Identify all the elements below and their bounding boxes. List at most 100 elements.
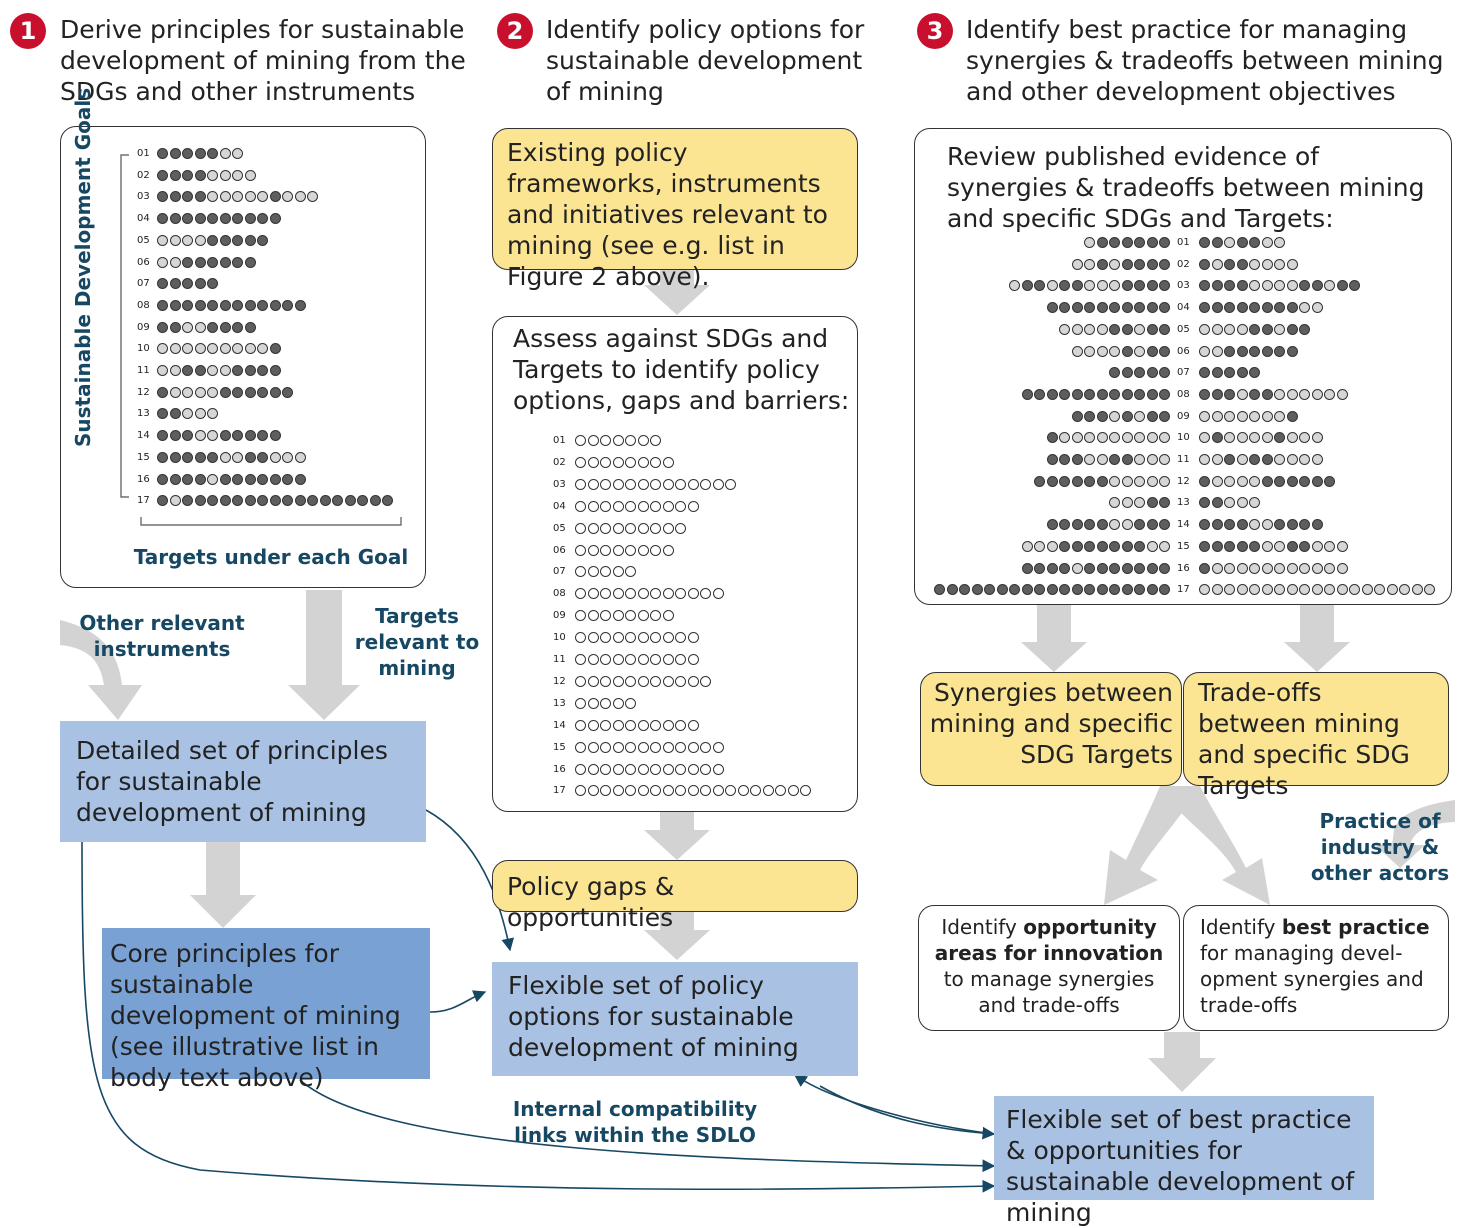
target-dot	[637, 610, 649, 622]
tradeoffs-text: Trade-offs between mining and specific S…	[1198, 678, 1410, 800]
tradeoff-dot	[1236, 237, 1248, 248]
tradeoff-dot	[1211, 388, 1223, 400]
target-dot	[600, 763, 611, 775]
target-dot	[587, 675, 599, 687]
target-dot	[269, 191, 281, 203]
target-dot	[575, 654, 586, 665]
target-dot	[257, 343, 268, 355]
synergy-dot	[1109, 519, 1120, 531]
synergy-dot	[1159, 258, 1170, 270]
synergy-dot	[1134, 410, 1145, 422]
target-dot	[637, 478, 649, 490]
synergy-dot	[1059, 562, 1070, 574]
tradeoff-dot	[1274, 280, 1285, 292]
target-dot	[600, 478, 611, 490]
tradeoff-dot	[1274, 388, 1285, 400]
synergy-dot	[1134, 584, 1145, 596]
target-dot	[800, 785, 811, 797]
target-dot	[257, 213, 268, 225]
arrow-other-instruments	[60, 620, 142, 720]
target-dot	[344, 495, 356, 507]
goal-id-label: 13	[137, 408, 150, 420]
target-dot	[169, 169, 181, 181]
synergy-dot	[1034, 540, 1045, 552]
tradeoff-dot	[1274, 237, 1285, 248]
synergy-dot	[1034, 475, 1045, 487]
goal-id-label: 09	[137, 321, 150, 333]
arrow-targets-relevant	[288, 590, 360, 720]
target-dot	[575, 544, 586, 556]
target-dot	[587, 697, 599, 709]
target-dot	[600, 500, 611, 512]
target-dot	[157, 191, 168, 203]
tradeoff-dot	[1324, 540, 1335, 552]
goal-id-label: 13	[553, 697, 566, 709]
tradeoff-dot	[1224, 388, 1235, 400]
goal-id-label: 05	[137, 234, 150, 246]
synergy-dot	[959, 584, 970, 596]
tradeoff-dot	[1236, 367, 1248, 379]
synergy-dot	[1121, 258, 1133, 270]
goal-id-label: 03	[137, 191, 150, 203]
target-dot	[625, 675, 636, 687]
goal-id-label: 08	[137, 299, 150, 311]
target-dot	[625, 697, 636, 709]
synergy-dot	[1071, 475, 1083, 487]
target-dot	[207, 256, 218, 268]
flexible-policy-box: Flexible set of policy options for susta…	[492, 962, 858, 1076]
target-dot	[612, 544, 624, 556]
target-dot	[712, 478, 724, 490]
target-dot	[169, 451, 181, 463]
synergy-dot	[1159, 432, 1170, 444]
tradeoff-dot	[1261, 302, 1273, 314]
target-dot	[637, 435, 649, 446]
target-dot	[637, 632, 649, 644]
synergy-dot	[1096, 540, 1108, 552]
target-dot	[307, 191, 318, 203]
tradeoff-dot	[1249, 540, 1260, 552]
synergy-dot	[1159, 454, 1170, 465]
target-dot	[612, 654, 624, 665]
synergy-dot	[1046, 562, 1058, 574]
target-dot	[625, 632, 636, 644]
target-dot	[269, 365, 281, 376]
target-dot	[612, 588, 624, 600]
synergy-dot	[1034, 562, 1045, 574]
target-dot	[157, 299, 168, 311]
tradeoff-dot	[1286, 454, 1298, 465]
target-dot	[232, 169, 243, 181]
synergy-dot	[1134, 258, 1145, 270]
target-dot	[244, 256, 256, 268]
goal-id-label: 04	[137, 213, 150, 225]
target-dot	[575, 632, 586, 644]
sdg-bracket-lines	[120, 154, 402, 526]
target-dot	[244, 191, 256, 203]
goal-id-label: 17	[553, 785, 566, 797]
detailed-principles-text: Detailed set of principles for sustainab…	[76, 736, 388, 827]
tradeoff-dot	[1261, 475, 1273, 487]
tradeoff-dot	[1199, 562, 1210, 574]
target-dot	[575, 456, 586, 468]
synergy-dot	[1071, 345, 1083, 357]
goal-id-label: 10	[1177, 432, 1190, 444]
target-dot	[244, 169, 256, 181]
synergy-dot	[1146, 540, 1158, 552]
target-dot	[244, 321, 256, 333]
tradeoff-dot	[1311, 388, 1323, 400]
target-dot	[675, 741, 686, 753]
tradeoff-dot	[1261, 432, 1273, 444]
goal-id-label: 11	[137, 365, 150, 376]
target-dot	[207, 234, 218, 246]
goal-id-label: 09	[553, 610, 566, 622]
tradeoff-dot	[1199, 432, 1210, 444]
tradeoff-dot	[1286, 345, 1298, 357]
synergy-dot	[1059, 388, 1070, 400]
tradeoff-dot	[1286, 562, 1298, 574]
tradeoff-dot	[1199, 497, 1210, 509]
synergy-dot	[1134, 345, 1145, 357]
target-dot	[775, 785, 786, 797]
target-dot	[675, 785, 686, 797]
tradeoff-dot	[1286, 258, 1298, 270]
tradeoff-dot	[1224, 497, 1235, 509]
target-dot	[207, 213, 218, 225]
